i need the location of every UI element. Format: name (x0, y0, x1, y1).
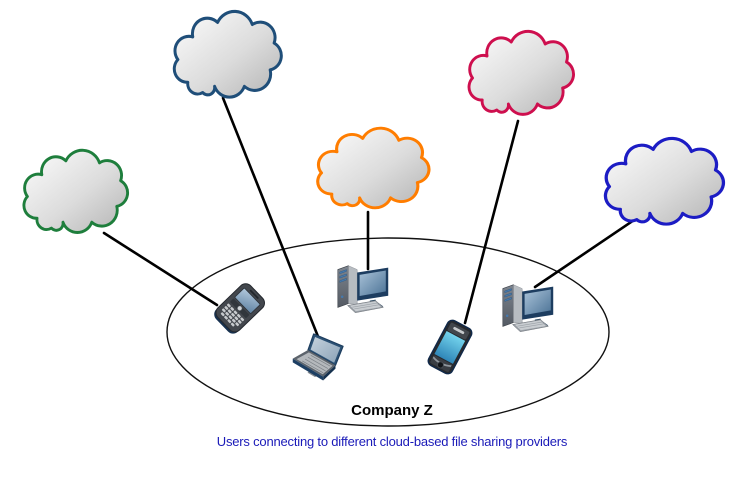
company-label: Company Z (351, 402, 433, 419)
cloud-top-left (172, 9, 283, 99)
desktop-computer-1-icon (337, 265, 389, 314)
company-boundary-ellipse (166, 237, 610, 427)
cloud-top-right (467, 29, 576, 116)
desktop-computer-2-icon (502, 284, 554, 333)
connection-line-cloud-right-desktop-2 (533, 216, 639, 289)
connection-line-cloud-top-left-laptop (221, 96, 321, 341)
connection-line-cloud-top-right-smartphone (463, 119, 520, 325)
cloud-middle (316, 126, 431, 210)
connection-line-cloud-left-blackberry (102, 231, 219, 307)
cloud-left (22, 148, 130, 235)
cloud-right (603, 136, 726, 226)
connection-lines (102, 96, 639, 341)
laptop-icon (292, 333, 344, 382)
blackberry-phone-icon (210, 280, 268, 337)
diagram-caption: Users connecting to different cloud-base… (216, 434, 568, 449)
smartphone-icon (425, 317, 475, 377)
